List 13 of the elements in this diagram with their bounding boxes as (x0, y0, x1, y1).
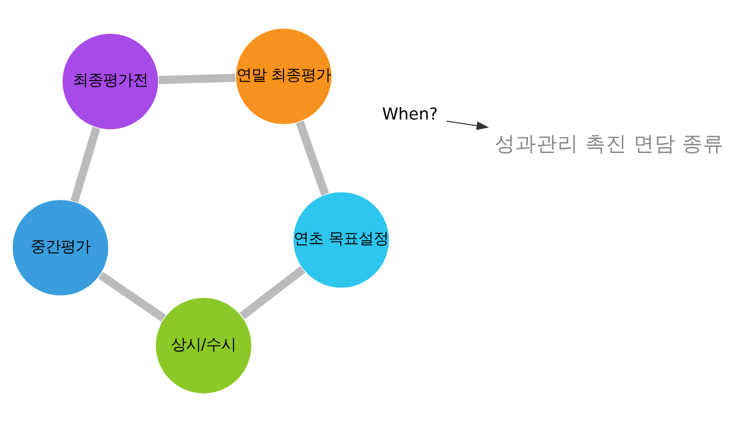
node-circle: 연말 최종평가 (234, 28, 332, 126)
node-circle: 최종평가전 (62, 32, 160, 130)
node-text: When? (382, 104, 438, 124)
connector (240, 266, 306, 320)
node-text: 성과관리 촉진 면담 종류 (494, 132, 724, 156)
node-circle: 연초 목표설정 (292, 191, 390, 289)
connector (70, 126, 100, 203)
node-circle: 상시/수시 (154, 296, 252, 394)
connector (296, 120, 330, 196)
arrow (446, 120, 489, 130)
connector (98, 272, 166, 322)
node-circle: 중간평가 (12, 198, 110, 296)
connector (158, 74, 236, 84)
